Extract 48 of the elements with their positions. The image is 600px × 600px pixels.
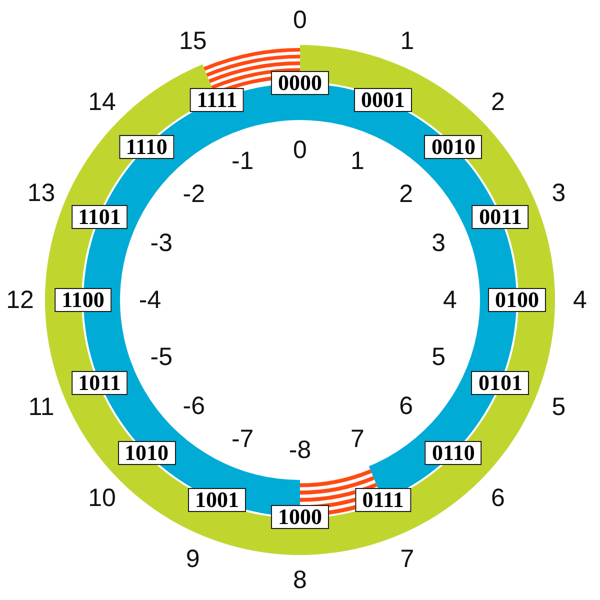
unsigned-value-label: 11 [28, 394, 54, 420]
signed-value-label: -7 [231, 426, 254, 452]
bit-pattern-box: 1110 [118, 134, 174, 159]
unsigned-value-label: 10 [88, 484, 116, 511]
bit-pattern-box: 1001 [188, 488, 246, 512]
unsigned-value-label: 13 [27, 180, 56, 206]
unsigned-value-label: 14 [88, 89, 116, 115]
bit-pattern-box: 1000 [271, 505, 329, 529]
signed-value-label: 0 [293, 137, 307, 163]
signed-value-label: -8 [288, 437, 312, 463]
signed-value-label: 2 [399, 180, 414, 207]
unsigned-value-label: 2 [491, 89, 505, 115]
unsigned-value-label: 4 [573, 287, 587, 313]
signed-value-label: -2 [182, 180, 206, 207]
unsigned-value-label: 6 [491, 484, 505, 511]
unsigned-value-label: 3 [552, 180, 566, 206]
signed-value-label: -3 [150, 230, 173, 256]
signed-value-label: -6 [182, 393, 206, 420]
unsigned-value-label: 12 [6, 287, 34, 313]
bit-pattern-box: 1011 [71, 371, 128, 396]
bit-pattern-box: 0110 [425, 441, 482, 466]
unsigned-value-label: 9 [186, 546, 200, 572]
bit-pattern-box: 0011 [472, 204, 529, 229]
bit-pattern-box: 0000 [271, 71, 329, 95]
signed-value-label: -5 [150, 344, 173, 370]
bit-pattern-box: 1100 [54, 288, 112, 312]
bit-pattern-box: 1111 [190, 88, 244, 112]
bit-pattern-box: 1101 [71, 204, 128, 229]
signed-value-label: 6 [399, 393, 414, 420]
signed-value-label: -4 [138, 287, 162, 313]
unsigned-value-label: 7 [400, 546, 414, 572]
bit-pattern-box: 0010 [424, 134, 482, 159]
signed-value-label: 5 [432, 344, 446, 370]
unsigned-value-label: 8 [293, 567, 307, 593]
bit-pattern-box: 0100 [488, 288, 546, 312]
signed-value-label: 7 [350, 426, 364, 452]
bit-pattern-box: 0111 [355, 488, 411, 512]
signed-value-label: 3 [432, 230, 446, 256]
unsigned-value-label: 0 [293, 7, 307, 33]
bit-pattern-box: 0101 [471, 371, 530, 396]
bit-pattern-box: 0001 [354, 88, 412, 112]
signed-value-label: -1 [231, 148, 254, 174]
unsigned-value-label: 1 [400, 28, 414, 54]
bit-pattern-box: 1010 [118, 441, 176, 466]
signed-value-label: 1 [350, 148, 364, 174]
unsigned-value-label: 5 [552, 394, 566, 420]
unsigned-value-label: 15 [178, 28, 207, 54]
signed-value-label: 4 [443, 287, 457, 313]
